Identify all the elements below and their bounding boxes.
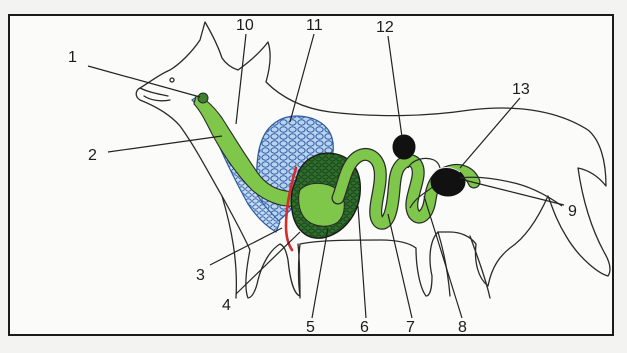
label-2: 2	[88, 147, 97, 164]
label-4: 4	[222, 297, 231, 314]
label-13: 13	[512, 81, 530, 98]
label-11: 11	[306, 17, 323, 34]
label-9: 9	[568, 203, 577, 220]
bladder	[431, 168, 465, 196]
label-5: 5	[306, 319, 315, 336]
label-7: 7	[406, 319, 415, 336]
kidney	[393, 135, 415, 159]
label-8: 8	[458, 319, 467, 336]
label-3: 3	[196, 267, 205, 284]
label-12: 12	[376, 19, 394, 36]
label-1: 1	[68, 49, 77, 66]
label-10: 10	[236, 17, 254, 34]
mouth-opening	[198, 93, 208, 103]
label-6: 6	[360, 319, 369, 336]
